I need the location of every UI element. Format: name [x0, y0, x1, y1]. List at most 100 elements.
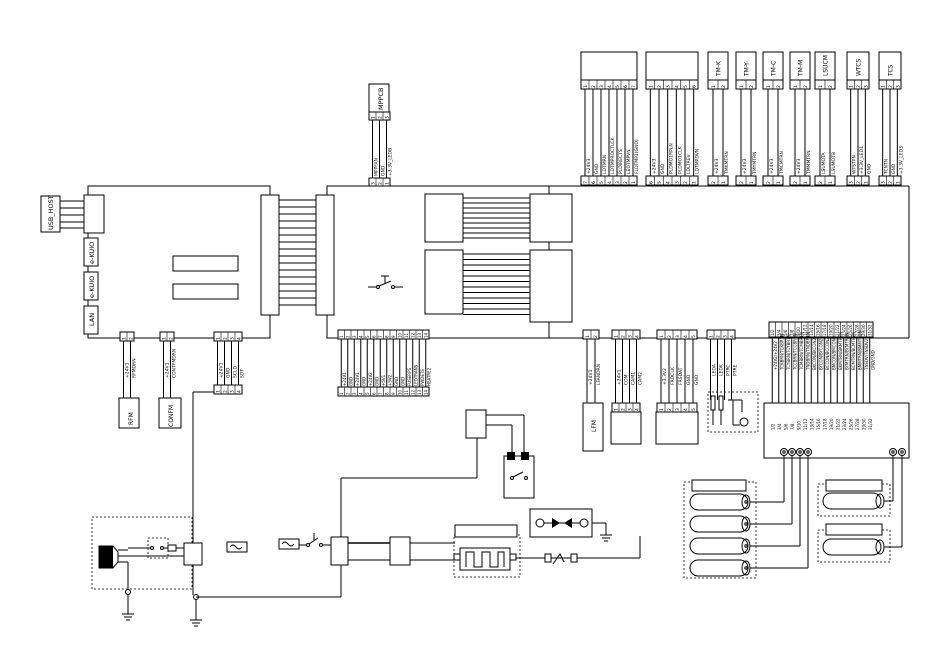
ekuio-label-1: e-KUIO — [88, 242, 96, 264]
center-connector-pin: 3 — [352, 392, 357, 395]
toner-tube-contact — [744, 522, 748, 526]
drum-board-pin: 11/12 — [803, 418, 808, 430]
frd-connector-pin: 1 — [659, 335, 665, 338]
top-unit-signal: TMYMTRN — [752, 151, 758, 175]
center-connector-signal: GND — [394, 377, 399, 386]
top-unit-pin: 3 — [863, 85, 869, 88]
ptr-connector-signal: LEDA — [712, 363, 718, 376]
center-connector-pin: 5 — [365, 335, 370, 338]
center-connector-signal: LEDTRANS — [413, 364, 418, 386]
drum-connector-pin: 13/14 — [809, 324, 814, 336]
top-unit-pin: 4 — [666, 181, 672, 184]
top-unit-signal: GND — [594, 163, 600, 174]
c-connector-pin: 1 — [216, 337, 222, 340]
drum-board-pin: 15/16 — [816, 418, 821, 430]
top-unit-label: TM-Y — [744, 62, 751, 77]
rfm-label: RFM — [128, 412, 135, 425]
center-connector-signal: +24V1 — [342, 372, 347, 386]
drum-board-pin: 1/2 — [770, 423, 775, 430]
drum-board-pin: 27/28 — [855, 418, 860, 430]
center-connector-signal: GND — [361, 377, 366, 386]
top-unit-signal: LSUMOTA — [821, 152, 827, 174]
c-connector-lower-pin: 1 — [216, 390, 222, 393]
frd-connector-signal: +3.3V2 — [662, 368, 668, 385]
toner-tube — [689, 515, 749, 533]
drum-tube — [822, 538, 882, 556]
center-connector-pin: 4 — [359, 392, 364, 395]
center-connector-pin: 11 — [404, 389, 409, 395]
top-unit-signal: +24V3 — [586, 158, 592, 174]
frd-connector-signal: FRDCLK — [670, 366, 676, 385]
top-unit-pin: 1 — [648, 85, 654, 88]
drum-connector-signal: BKCON/BKCON2 — [812, 337, 817, 370]
top-unit-pin: 2 — [766, 181, 772, 184]
top-unit-signal: TMMMTRN — [806, 150, 812, 175]
top-unit-pin: 3 — [881, 181, 887, 184]
drum-connector-signal: BCMTRN/BCMTR2N — [851, 332, 856, 370]
ptr-led — [718, 395, 724, 411]
top-unit-pin: 1 — [721, 181, 727, 184]
c-connector-lower-pin: 2 — [223, 390, 229, 393]
top-unit-signal: WTSTPN — [852, 155, 858, 174]
center-connector-signal: +5V1 — [381, 374, 386, 386]
center-connector-pin: 10 — [398, 389, 403, 395]
mppcb-signal-label: +3.3V_LEDB — [388, 148, 394, 176]
top-unit-label: TM-K — [716, 60, 723, 77]
center-connector-pin: 7 — [378, 335, 383, 338]
top-unit-pin: 6 — [648, 181, 654, 184]
top-unit-pin: 4 — [607, 85, 613, 88]
top-unit-pin: 1 — [881, 85, 887, 88]
mppcb-signal-label: MPPFAN — [374, 158, 380, 176]
drum-board-pin: 19/20 — [829, 418, 834, 430]
mppcb-connector-bottom-pin: 3 — [371, 182, 377, 185]
center-connector-pin: 3 — [352, 335, 357, 338]
top-unit-label: TCS — [888, 64, 895, 77]
center-connector-pin: 10 — [398, 332, 403, 338]
ptr-connector-pin: 4 — [730, 335, 736, 338]
top-unit-signal: LDTMPROCTLCK — [610, 136, 616, 174]
drum-connector-signal: TNDBRN/TNDBR1N — [805, 332, 810, 371]
center-connector-pin: 1 — [339, 392, 344, 395]
drum-board — [763, 402, 910, 459]
drum-board-pin: 17/18 — [822, 418, 827, 430]
toner-tube — [689, 493, 749, 511]
ptr-photo-transistor — [739, 417, 749, 427]
top-unit-pin: 3 — [849, 181, 855, 184]
mppcb-label: MPPCB — [377, 88, 385, 110]
drum-connector-pin: 31/32 — [868, 324, 873, 336]
frd-connector-signal: FRSDAT — [678, 367, 684, 385]
contact-terminal — [806, 450, 810, 454]
top-unit-pin: 1 — [895, 181, 901, 184]
frd-connector-pin: 3 — [675, 335, 681, 338]
c-connector-pin: 3 — [230, 337, 236, 340]
top-unit-signal: LDLTREV — [686, 153, 692, 174]
top-unit-pin: 4 — [607, 181, 613, 184]
top-unit-pin: 2 — [803, 85, 809, 88]
frd-connector-signal: GND — [686, 374, 692, 385]
cam-connector-signal: +24V1 — [617, 369, 623, 385]
top-unit-pin: 3 — [666, 85, 672, 88]
top-unit-pin: 2 — [591, 85, 597, 88]
top-unit-signal: TCNTN — [884, 159, 890, 175]
top-unit-pin: 1 — [793, 85, 799, 88]
ribbon-cable-3 — [463, 253, 530, 315]
center-connector-pin: 6 — [372, 392, 377, 395]
center-connector-pin: 1 — [339, 335, 344, 338]
center-connector-pin: 14 — [424, 332, 429, 338]
top-unit-pin: 2 — [749, 85, 755, 88]
top-unit-signal: PLDMO1CLK — [677, 145, 683, 174]
frd-connector-pin: 2 — [667, 408, 673, 411]
center-connector-signal: GND — [348, 377, 353, 386]
drum-connector-signal: TCMBRN/TCMBR1N — [799, 332, 804, 371]
c-connector-lower-pin: 3 — [230, 390, 236, 393]
cam-connector-pin: 1 — [614, 335, 620, 338]
mppcb-connector-top-pin: 1 — [371, 116, 377, 119]
lfm-pin: 2 — [593, 335, 599, 338]
frd-connector-pin: 4 — [683, 335, 689, 338]
top-unit-pin: 1 — [849, 85, 855, 88]
lan-label: LAN — [88, 313, 96, 326]
c-connector-signal: GND — [226, 367, 232, 378]
